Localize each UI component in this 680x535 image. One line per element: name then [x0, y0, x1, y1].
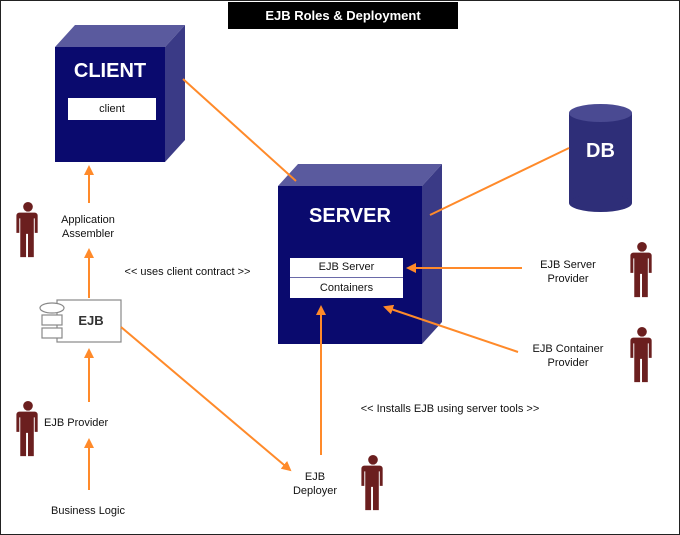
- ejb-server-provider-label: EJB Server Provider: [540, 259, 596, 285]
- ejb-component-body: [56, 299, 122, 343]
- db-title: DB: [586, 140, 615, 162]
- installs-ejb-label: << Installs EJB using server tools >>: [360, 403, 540, 415]
- ejb-component-tab-bottom: [41, 327, 63, 339]
- person-icon-ejb-deployer: [361, 454, 383, 511]
- uses-client-contract-label: << uses client contract >>: [124, 266, 251, 278]
- ejb-component-tab-top: [39, 302, 65, 314]
- ejb-component-label: EJB: [78, 313, 104, 328]
- arrow-ejb-to-deployer: [120, 326, 292, 472]
- arrow-container-provider-to-containers: [383, 304, 519, 353]
- containers-label: Containers: [290, 278, 403, 298]
- ejb-server-label: EJB Server: [290, 258, 403, 278]
- person-icon-ejb-container-provider: [630, 326, 652, 383]
- ejb-component: [39, 299, 122, 343]
- client-title: CLIENT: [73, 60, 147, 82]
- server-box-top: [278, 164, 442, 186]
- client-inner-label: client: [68, 98, 156, 120]
- edge-server-db: [429, 147, 570, 216]
- person-icon-ejb-server-provider: [630, 241, 652, 298]
- edge-client-server: [182, 78, 297, 182]
- person-icon-application-assembler: [16, 201, 38, 258]
- client-box: [55, 25, 185, 162]
- business-logic-label: Business Logic: [51, 505, 125, 517]
- ejb-provider-label: EJB Provider: [44, 417, 109, 429]
- person-icon-ejb-provider: [16, 400, 38, 457]
- diagram-title: EJB Roles & Deployment: [228, 2, 458, 29]
- server-title: SERVER: [309, 205, 391, 227]
- client-box-top: [55, 25, 185, 47]
- ejb-deployer-label: EJB Deployer: [292, 471, 338, 497]
- server-box-side: [422, 164, 442, 344]
- db-bottom: [569, 194, 632, 212]
- application-assembler-label: Application Assembler: [61, 214, 115, 240]
- ejb-component-tab-mid: [41, 314, 63, 326]
- ejb-container-provider-label: EJB Container Provider: [532, 343, 604, 369]
- db-top: [569, 104, 632, 122]
- db-cylinder: [569, 104, 632, 212]
- db-body: [569, 113, 632, 203]
- client-box-side: [165, 25, 185, 162]
